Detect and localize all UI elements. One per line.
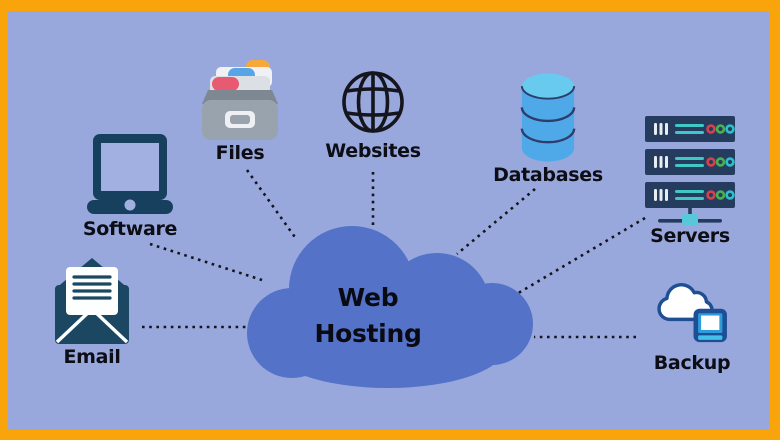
- center-title-line1: Web: [337, 283, 399, 312]
- node-label-backup: Backup: [653, 352, 731, 374]
- connector-databases: [456, 188, 536, 255]
- node-label-software: Software: [82, 218, 178, 240]
- node-backup: Backup: [632, 272, 752, 374]
- globe-icon: [342, 71, 404, 133]
- node-label-email: Email: [63, 346, 121, 368]
- node-files: Files: [180, 60, 300, 164]
- database-cylinder-icon: [520, 73, 576, 162]
- node-software: Software: [60, 134, 200, 240]
- connector-servers: [509, 216, 646, 300]
- server-rack-icon: [645, 116, 735, 225]
- node-label-websites: Websites: [325, 140, 421, 162]
- connector-software: [149, 242, 263, 282]
- connector-files: [245, 169, 299, 241]
- laptop-icon: [87, 134, 173, 214]
- node-servers: Servers: [630, 116, 750, 247]
- node-label-servers: Servers: [650, 225, 730, 247]
- center-cloud-shape: [247, 226, 533, 388]
- node-websites: Websites: [313, 69, 433, 162]
- node-email: Email: [32, 258, 152, 368]
- center-cloud-title: Web Hosting: [268, 280, 468, 353]
- node-databases: Databases: [488, 71, 608, 186]
- center-title-line2: Hosting: [314, 319, 422, 349]
- card-file-box-icon: [202, 60, 278, 140]
- open-envelope-icon: [55, 258, 129, 344]
- cloud-backup-icon: [657, 283, 727, 343]
- node-label-databases: Databases: [493, 164, 603, 186]
- node-label-files: Files: [215, 142, 265, 164]
